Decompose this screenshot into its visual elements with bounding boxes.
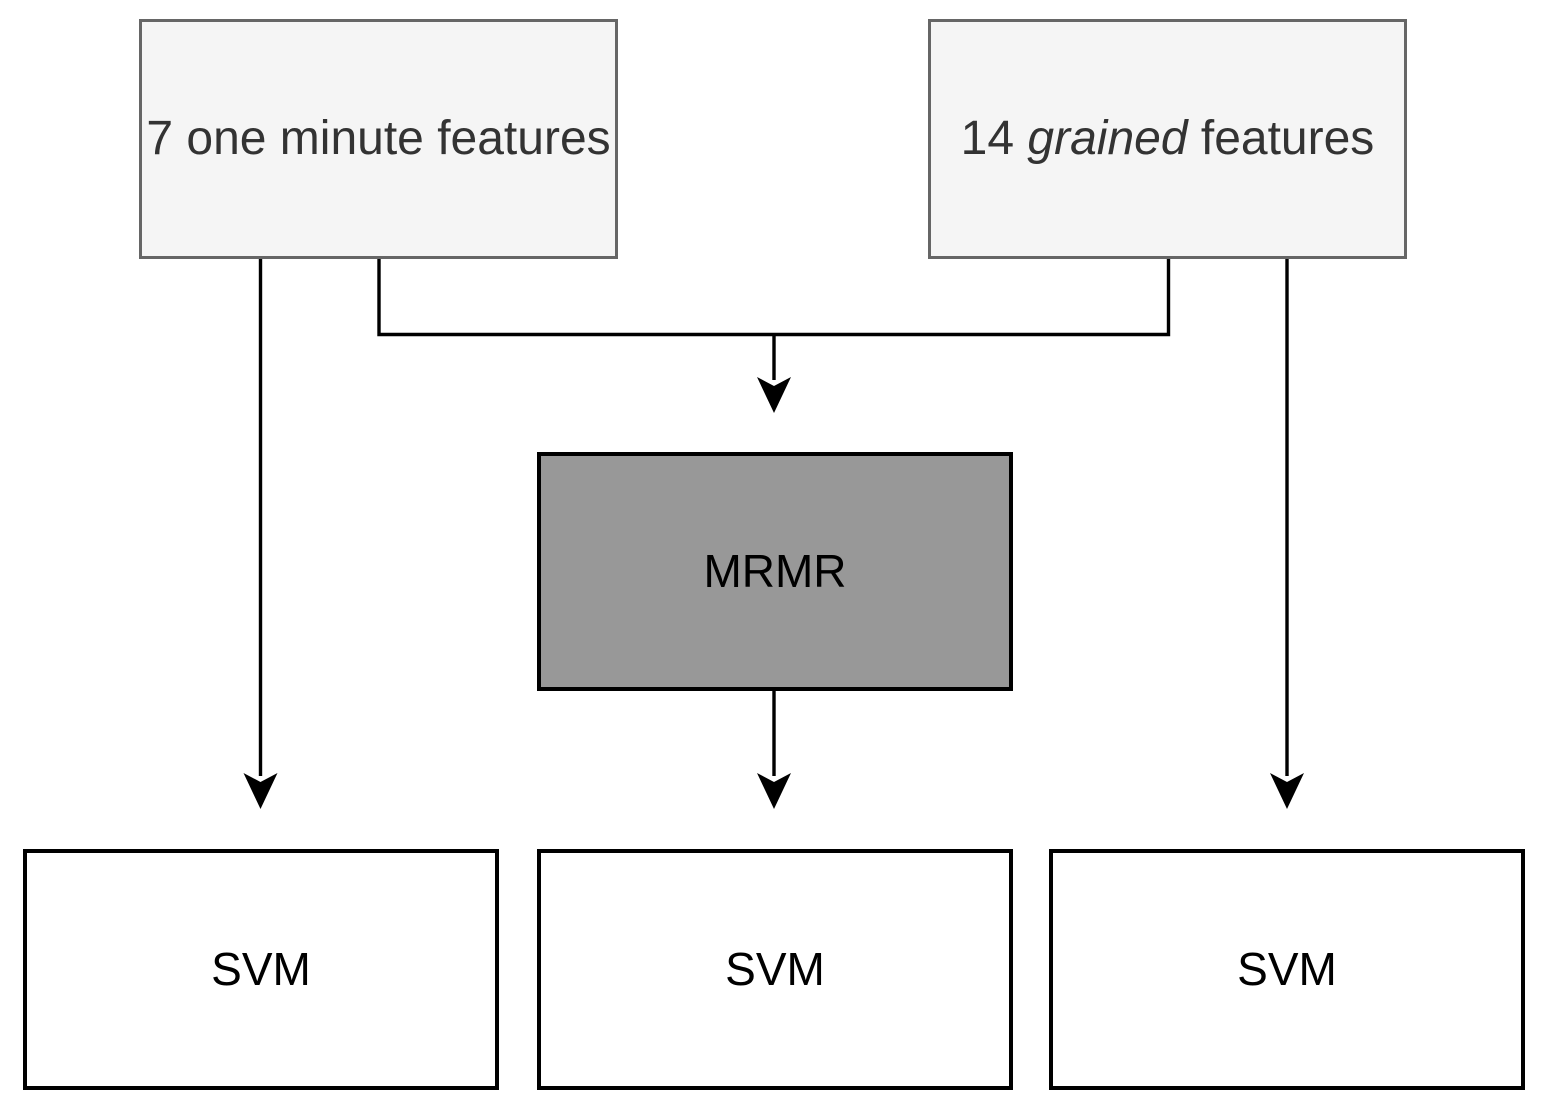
arrowhead-icon: [243, 773, 278, 809]
node-grained-features: 14 grained features: [928, 19, 1407, 259]
edge-grained-to-svm-right: [1270, 259, 1304, 809]
label-prefix: 14: [960, 112, 1028, 166]
node-one-minute-features: 7 one minute features: [139, 19, 618, 259]
edge-one-minute-to-svm-left: [243, 259, 278, 809]
label-italic-word: grained: [1027, 112, 1188, 166]
node-label: SVM: [211, 943, 311, 996]
arrowhead-icon: [1270, 773, 1304, 809]
label-suffix: features: [1187, 112, 1375, 166]
arrowhead-icon: [757, 773, 791, 809]
node-label: MRMR: [703, 545, 847, 598]
node-svm-left: SVM: [23, 849, 499, 1090]
node-label: SVM: [1237, 943, 1337, 996]
edge-mrmr-to-svm-middle: [757, 691, 791, 809]
edge-line: [377, 259, 1171, 337]
node-label: 14 grained features: [961, 111, 1375, 166]
node-label: 7 one minute features: [146, 112, 611, 166]
edge-features-merge-rail: [377, 259, 1171, 337]
node-svm-right: SVM: [1049, 849, 1525, 1090]
node-label: SVM: [725, 943, 825, 996]
node-mrmr: MRMR: [537, 452, 1013, 691]
edge-merge-to-mrmr: [757, 334, 791, 413]
node-svm-middle: SVM: [537, 849, 1013, 1090]
arrowhead-icon: [757, 377, 791, 413]
